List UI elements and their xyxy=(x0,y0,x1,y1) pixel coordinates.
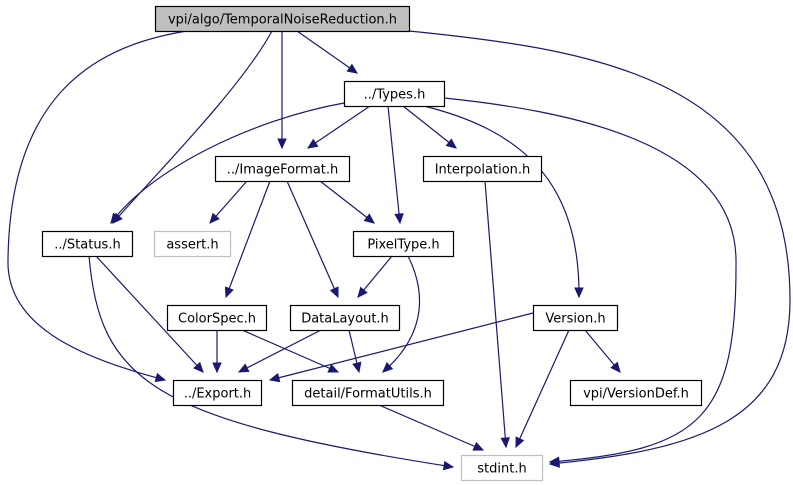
node-status[interactable]: ../Status.h xyxy=(41,230,134,258)
edge-imageformat-to-pixeltype-arrowhead xyxy=(363,213,375,224)
node-label: Interpolation.h xyxy=(435,163,531,178)
edge-formatutils-to-stdint xyxy=(378,404,484,451)
edge-imageformat-to-assert-arrowhead xyxy=(209,212,220,224)
edge-datalayout-to-export xyxy=(238,329,322,373)
edges-layer xyxy=(7,30,791,471)
node-label: Version.h xyxy=(545,312,605,327)
node-box xyxy=(154,5,411,33)
edge-version-to-export xyxy=(269,312,534,381)
edge-imageformat-to-colorspec-arrowhead xyxy=(224,286,234,299)
node-box xyxy=(343,80,446,108)
edge-status-to-stdint-arrowhead xyxy=(442,460,455,471)
edge-root-to-export xyxy=(7,30,188,381)
node-label: stdint.h xyxy=(477,462,526,477)
node-box xyxy=(153,230,232,258)
edge-imageformat-to-colorspec xyxy=(225,180,271,298)
node-stdint: stdint.h xyxy=(460,454,544,482)
edge-types-to-stdint xyxy=(443,97,737,463)
node-label: ../ImageFormat.h xyxy=(227,163,339,178)
node-versiondef[interactable]: vpi/VersionDef.h xyxy=(569,379,703,407)
edge-formatutils-to-stdint-arrowhead xyxy=(472,441,485,451)
node-box xyxy=(172,379,263,407)
node-datalayout[interactable]: DataLayout.h xyxy=(289,304,401,332)
edge-types-to-imageformat xyxy=(307,105,371,149)
edge-version-to-stdint xyxy=(515,329,570,448)
node-label: assert.h xyxy=(166,238,218,253)
edge-types-to-version xyxy=(423,105,580,298)
edge-colorspec-to-formatutils-arrowhead xyxy=(327,363,340,373)
edge-types-to-interpolation xyxy=(402,105,457,149)
edge-colorspec-to-export-arrowhead xyxy=(212,362,222,374)
node-box xyxy=(291,379,445,407)
edge-interpolation-to-stdint xyxy=(484,180,507,448)
node-box xyxy=(352,230,455,258)
edge-pixeltype-to-datalayout-arrowhead xyxy=(357,286,368,298)
edge-pixeltype-to-formatutils-arrowhead xyxy=(382,362,394,373)
edge-imageformat-to-datalayout xyxy=(286,180,339,298)
node-label: vpi/VersionDef.h xyxy=(583,387,689,402)
node-label: detail/FormatUtils.h xyxy=(304,387,432,402)
edge-types-to-version-arrowhead xyxy=(574,287,584,299)
node-label: ColorSpec.h xyxy=(178,312,256,327)
node-box xyxy=(460,454,544,482)
edge-root-to-types xyxy=(296,30,358,74)
node-box xyxy=(41,230,134,258)
edge-types-to-pixeltype-arrowhead xyxy=(394,213,404,225)
edge-status-to-stdint xyxy=(88,255,454,468)
node-assert: assert.h xyxy=(153,230,232,258)
node-label: PixelType.h xyxy=(367,238,439,253)
node-export[interactable]: ../Export.h xyxy=(172,379,263,407)
edge-root-to-status xyxy=(112,30,273,224)
edge-datalayout-to-export-arrowhead xyxy=(237,363,250,373)
node-label: ../Status.h xyxy=(54,238,120,253)
edge-colorspec-to-formatutils xyxy=(241,329,339,373)
node-box xyxy=(166,304,268,332)
node-box xyxy=(289,304,401,332)
edge-pixeltype-to-formatutils xyxy=(382,255,421,373)
node-box xyxy=(214,155,351,183)
edge-types-to-interpolation-arrowhead xyxy=(445,138,457,149)
edge-interpolation-to-stdint-arrowhead xyxy=(500,437,511,449)
edge-types-to-imageformat-arrowhead xyxy=(306,138,319,149)
edge-root-to-types-arrowhead xyxy=(346,63,359,74)
node-box xyxy=(532,304,619,332)
node-formatutils[interactable]: detail/FormatUtils.h xyxy=(291,379,445,407)
edge-version-to-export-arrowhead xyxy=(268,373,281,383)
node-interpolation[interactable]: Interpolation.h xyxy=(422,155,543,183)
edge-types-to-status-arrowhead xyxy=(110,212,121,224)
edge-version-to-versiondef-arrowhead xyxy=(610,361,621,373)
edge-root-to-export-arrowhead xyxy=(154,372,167,383)
node-root[interactable]: vpi/algo/TemporalNoiseReduction.h xyxy=(154,5,411,33)
node-label: vpi/algo/TemporalNoiseReduction.h xyxy=(168,13,397,28)
edge-imageformat-to-datalayout-arrowhead xyxy=(329,286,339,299)
node-pixeltype[interactable]: PixelType.h xyxy=(352,230,455,258)
edge-imageformat-to-pixeltype xyxy=(319,180,375,224)
node-label: ../Types.h xyxy=(364,88,426,103)
node-box xyxy=(422,155,543,183)
node-version[interactable]: Version.h xyxy=(532,304,619,332)
node-types[interactable]: ../Types.h xyxy=(343,80,446,108)
edge-version-to-stdint-arrowhead xyxy=(515,436,525,449)
edge-types-to-stdint-arrowhead xyxy=(548,456,560,466)
node-imageformat[interactable]: ../ImageFormat.h xyxy=(214,155,351,183)
edge-status-to-export xyxy=(95,255,204,373)
edge-root-to-imageformat-arrowhead xyxy=(277,138,287,150)
node-colorspec[interactable]: ColorSpec.h xyxy=(166,304,268,332)
edge-types-to-pixeltype xyxy=(387,105,401,224)
edge-status-to-export-arrowhead xyxy=(193,361,204,373)
edge-root-to-stdint xyxy=(408,30,791,465)
node-box xyxy=(569,379,703,407)
nodes-layer: vpi/algo/TemporalNoiseReduction.h ../Type… xyxy=(41,5,703,482)
node-label: DataLayout.h xyxy=(301,312,389,327)
node-label: ../Export.h xyxy=(184,387,252,402)
edge-datalayout-to-formatutils-arrowhead xyxy=(352,361,362,374)
edge-types-to-status xyxy=(110,102,345,224)
